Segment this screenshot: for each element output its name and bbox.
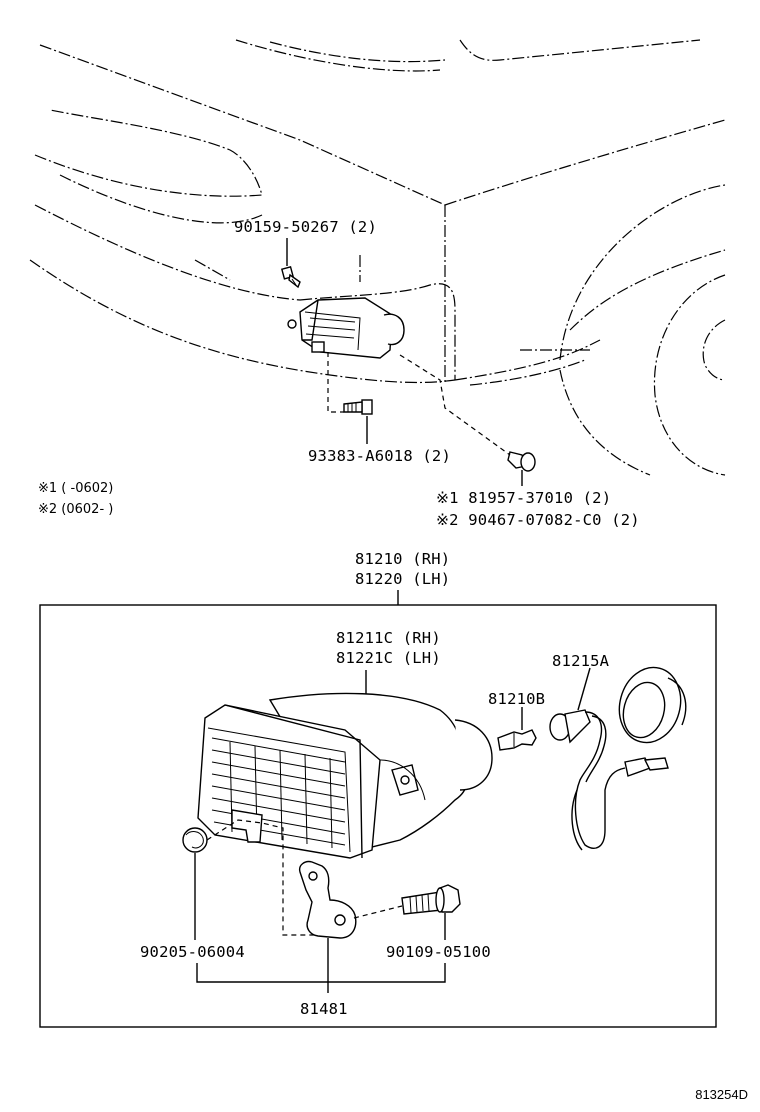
nut-icon xyxy=(182,827,208,853)
label-lens-lh: 81221C (LH) xyxy=(336,649,441,667)
label-bracket: 81481 xyxy=(300,1000,348,1018)
label-socket: 81215A xyxy=(552,652,610,670)
note-2: ※2 (0602- ) xyxy=(38,502,113,517)
bulb-icon xyxy=(497,729,537,751)
fog-lamp-installed-icon xyxy=(287,297,405,359)
assembly-frame xyxy=(39,604,717,1028)
screw-upper-icon xyxy=(280,266,301,289)
note-1: ※1 ( -0602) xyxy=(38,481,113,496)
vehicle-body-outline xyxy=(29,39,726,476)
clip-icon xyxy=(507,451,536,472)
label-bolt: 90109-05100 xyxy=(386,943,491,961)
fog-lamp-large-icon xyxy=(197,692,493,859)
socket-icon xyxy=(549,709,669,851)
cover-icon xyxy=(618,666,687,744)
label-assembly-rh: 81210 (RH) xyxy=(355,550,450,568)
diagram-ref-code: 813254D xyxy=(695,1087,748,1102)
screw-lower-icon xyxy=(343,399,373,415)
label-bulb: 81210B xyxy=(488,690,545,708)
label-nut: 90205-06004 xyxy=(140,943,245,961)
label-clip-1: ※1 81957-37010 (2) xyxy=(436,489,611,507)
bolt-icon xyxy=(401,884,461,915)
bracket-icon xyxy=(298,860,357,939)
label-lens-rh: 81211C (RH) xyxy=(336,629,441,647)
label-clip-2: ※2 90467-07082-C0 (2) xyxy=(436,511,640,529)
label-screw-upper: 90159-50267 (2) xyxy=(234,218,377,236)
label-assembly-lh: 81220 (LH) xyxy=(355,570,450,588)
label-screw-lower: 93383-A6018 (2) xyxy=(308,447,451,465)
